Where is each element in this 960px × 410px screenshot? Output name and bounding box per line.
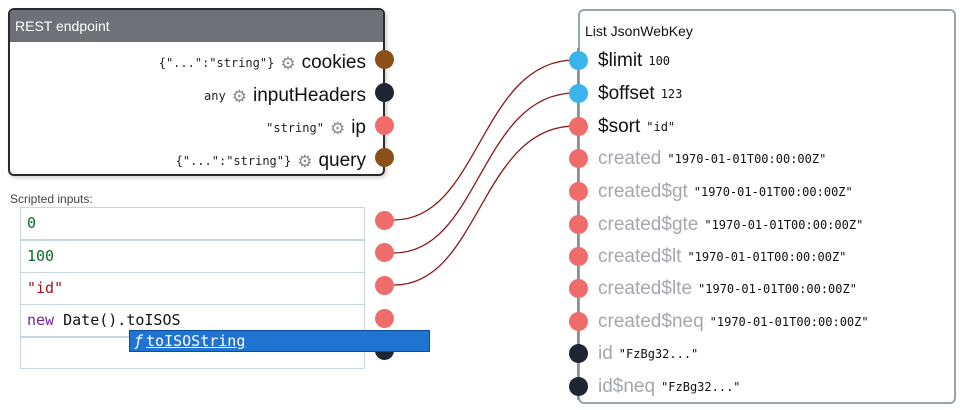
port-scripted-0[interactable] bbox=[375, 211, 394, 230]
output-row-ip: "string" ⚙ ip bbox=[266, 113, 366, 143]
scripted-inputs-label: Scripted inputs: bbox=[10, 192, 93, 206]
port-created-in[interactable] bbox=[569, 149, 588, 168]
input-value: "1970-01-01T00:00:00Z" bbox=[693, 185, 853, 199]
input-value: 100 bbox=[648, 54, 671, 68]
input-name: created$gt bbox=[598, 181, 688, 202]
port-offset-in[interactable] bbox=[569, 84, 588, 103]
input-row-created-gt: created$gt "1970-01-01T00:00:00Z" bbox=[598, 177, 853, 207]
gear-icon[interactable]: ⚙ bbox=[231, 86, 247, 106]
function-icon: ƒ bbox=[134, 332, 144, 350]
input-name: id$neq bbox=[598, 376, 656, 397]
port-created-lt-in[interactable] bbox=[569, 247, 588, 266]
input-value: "FzBg32..." bbox=[618, 347, 699, 361]
input-value: "1970-01-01T00:00:00Z" bbox=[698, 282, 857, 296]
output-name: ip bbox=[351, 117, 366, 138]
input-value: "1970-01-01T00:00:00Z" bbox=[704, 218, 864, 232]
input-name: created$lt bbox=[598, 246, 682, 267]
input-row-created: created "1970-01-01T00:00:00Z" bbox=[598, 144, 826, 174]
output-type: any bbox=[204, 89, 226, 103]
input-row-created-lt: created$lt "1970-01-01T00:00:00Z" bbox=[598, 242, 846, 272]
output-row-query: {"...":"string"} ⚙ query bbox=[176, 146, 366, 176]
input-value: "1970-01-01T00:00:00Z" bbox=[709, 315, 869, 329]
input-row-id-neq: id$neq "FzBg32..." bbox=[598, 372, 741, 402]
output-type: {"...":"string"} bbox=[158, 56, 275, 70]
input-name: id bbox=[598, 343, 613, 364]
port-cookies-out[interactable] bbox=[375, 50, 394, 69]
port-created-neq-in[interactable] bbox=[569, 312, 588, 331]
port-ip-out[interactable] bbox=[375, 116, 394, 135]
port-created-lte-in[interactable] bbox=[569, 279, 588, 298]
input-name: created$gte bbox=[598, 214, 699, 235]
wire-0-to-limit bbox=[393, 59, 576, 221]
port-scripted-3[interactable] bbox=[375, 309, 394, 328]
code-keyword: new bbox=[27, 311, 55, 329]
output-row-cookies: {"...":"string"} ⚙ cookies bbox=[159, 48, 366, 78]
output-name: inputHeaders bbox=[252, 85, 366, 106]
port-limit-in[interactable] bbox=[569, 51, 588, 70]
gear-icon[interactable]: ⚙ bbox=[297, 151, 313, 171]
port-scripted-2[interactable] bbox=[375, 276, 394, 295]
rest-endpoint-node[interactable]: REST endpoint bbox=[8, 8, 385, 176]
port-id-neq-in[interactable] bbox=[569, 377, 588, 396]
output-type: "string" bbox=[266, 121, 324, 135]
output-type: {"...":"string"} bbox=[175, 154, 292, 168]
port-query-out[interactable] bbox=[375, 148, 394, 167]
output-row-inputheaders: any ⚙ inputHeaders bbox=[204, 81, 366, 111]
port-created-gte-in[interactable] bbox=[569, 215, 588, 234]
input-row-offset: $offset 123 bbox=[598, 79, 682, 109]
input-name: $sort bbox=[598, 116, 641, 137]
gear-icon[interactable]: ⚙ bbox=[329, 118, 346, 138]
wire-id-to-sort bbox=[393, 125, 576, 286]
input-row-sort: $sort "id" bbox=[598, 112, 675, 142]
port-id-in[interactable] bbox=[569, 344, 588, 363]
input-name: created$neq bbox=[598, 311, 704, 332]
input-name: created$lte bbox=[598, 278, 693, 299]
suggestion-text: toISOString bbox=[146, 332, 246, 350]
list-node-title: List JsonWebKey bbox=[585, 23, 693, 39]
input-value: 123 bbox=[660, 87, 683, 101]
input-name: created bbox=[598, 148, 662, 169]
input-value: "1970-01-01T00:00:00Z" bbox=[667, 152, 827, 166]
port-inputheaders-out[interactable] bbox=[375, 83, 394, 102]
output-name: cookies bbox=[301, 52, 366, 73]
input-row-limit: $limit 100 bbox=[598, 46, 670, 76]
input-name: $limit bbox=[598, 50, 643, 71]
port-created-gt-in[interactable] bbox=[569, 182, 588, 201]
rest-node-title: REST endpoint bbox=[10, 10, 383, 42]
input-row-created-lte: created$lte "1970-01-01T00:00:00Z" bbox=[598, 274, 857, 304]
input-value: "id" bbox=[646, 120, 676, 134]
input-value: "1970-01-01T00:00:00Z" bbox=[687, 250, 847, 264]
gear-icon[interactable]: ⚙ bbox=[280, 53, 296, 73]
scripted-input-field[interactable]: 0 bbox=[20, 207, 365, 240]
code-text: Date().toISOS bbox=[54, 311, 181, 329]
list-jsonwebkey-node[interactable]: List JsonWebKey bbox=[578, 9, 956, 404]
wire-100-to-offset bbox=[393, 92, 576, 254]
input-value: "FzBg32..." bbox=[661, 380, 741, 394]
input-row-created-gte: created$gte "1970-01-01T00:00:00Z" bbox=[598, 210, 863, 240]
port-sort-in[interactable] bbox=[569, 117, 588, 136]
output-name: query bbox=[318, 150, 366, 171]
port-scripted-1[interactable] bbox=[375, 243, 394, 262]
input-name: $offset bbox=[598, 83, 655, 104]
input-row-id: id "FzBg32..." bbox=[598, 339, 698, 369]
input-row-created-neq: created$neq "1970-01-01T00:00:00Z" bbox=[598, 307, 869, 337]
